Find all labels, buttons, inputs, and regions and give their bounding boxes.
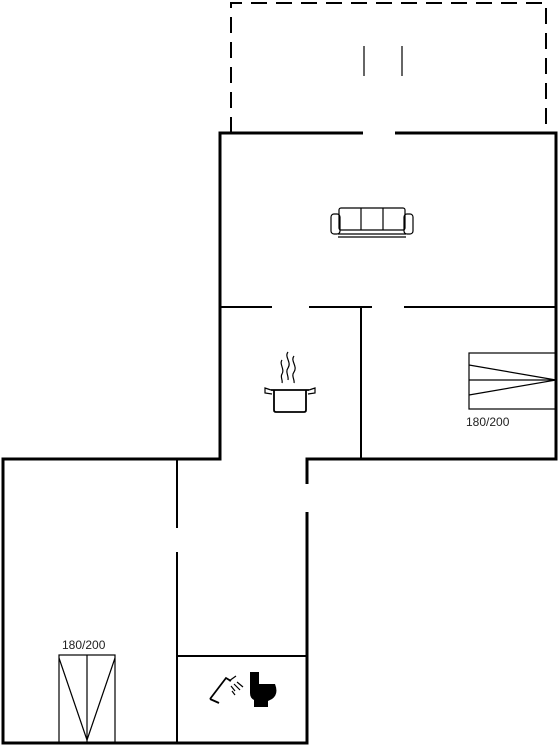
bed-size-label: 180/200	[466, 415, 510, 429]
toilet-icon	[250, 672, 277, 707]
bed-icon	[58, 654, 116, 744]
shower-icon	[209, 675, 244, 704]
cooking-pot-icon	[264, 351, 316, 413]
bed-icon	[468, 352, 557, 410]
bed-size-label: 180/200	[62, 638, 106, 652]
interior-walls	[174, 304, 556, 743]
outer-walls	[1, 130, 558, 745]
terrace	[230, 2, 547, 133]
sofa-icon	[330, 207, 414, 238]
